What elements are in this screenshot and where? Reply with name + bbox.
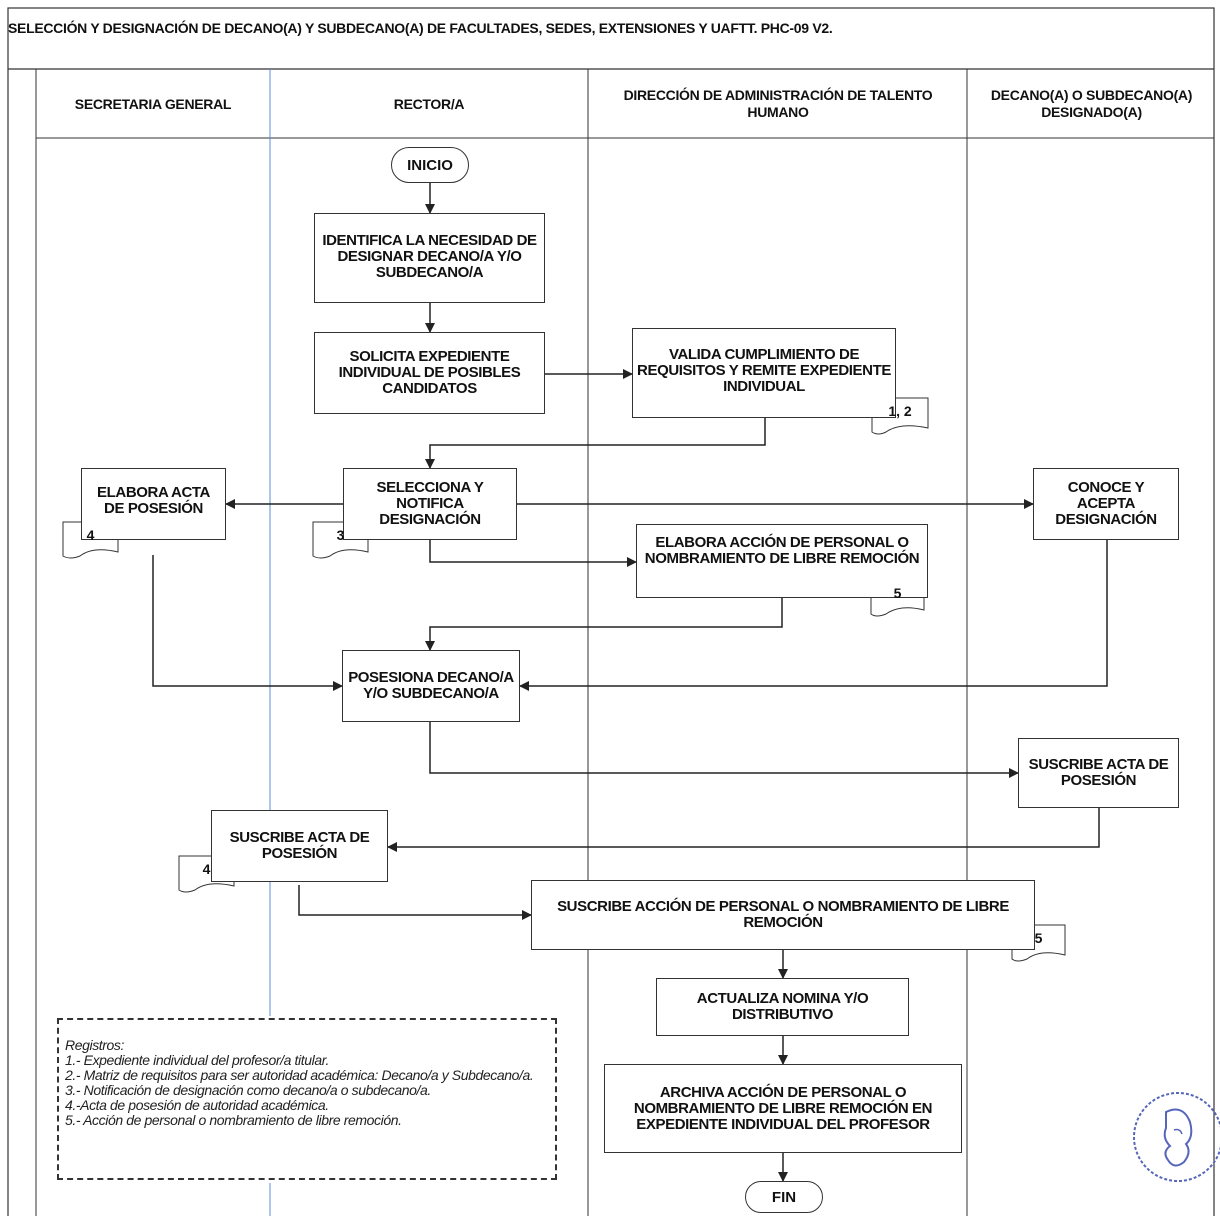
outer-frame [7,7,1215,1216]
step-posesiona: POSESIONA DECANO/A Y/O SUBDECANO/A [342,650,520,722]
registros-item: 4.-Acta de posesión de autoridad académi… [65,1097,329,1113]
doc-ref-suscribe-accion-label: 5 [1034,930,1043,946]
end-terminator: FIN [745,1181,823,1213]
step-archiva-accion: ARCHIVA ACCIÓN DE PERSONAL O NOMBRAMIENT… [604,1064,962,1153]
registros-heading: Registros: [65,1037,125,1053]
doc-ref-elabora-acta: 4 [63,522,118,552]
page-title: SELECCIÓN Y DESIGNACIÓN DE DECANO(A) Y S… [8,20,833,36]
arrow-selecciona-elabora-accion [429,540,637,567]
registros-note: Registros: 1.- Expediente individual del… [57,1018,557,1180]
step-valida-cumplimiento: VALIDA CUMPLIMIENTO DE REQUISITOS Y REMI… [632,328,896,418]
arrow-valida-selecciona [425,418,766,469]
seal-stamp-icon [1133,1092,1220,1182]
registros-item: 1.- Expediente individual del profesor/a… [65,1052,329,1068]
registros-item: 2.- Matriz de requisitos para ser autori… [65,1067,534,1083]
start-terminator: INICIO [391,147,469,183]
step-solicita-expediente: SOLICITA EXPEDIENTE INDIVIDUAL DE POSIBL… [314,332,545,414]
step-elabora-accion-personal: ELABORA ACCIÓN DE PERSONAL O NOMBRAMIENT… [636,524,928,598]
registros-item: 5.- Acción de personal o nombramiento de… [65,1112,402,1128]
step-suscribe-accion-personal: SUSCRIBE ACCIÓN DE PERSONAL O NOMBRAMIEN… [531,880,1035,950]
step-identifica-necesidad: IDENTIFICA LA NECESIDAD DE DESIGNAR DECA… [314,213,545,303]
doc-ref-elabora-accion-label: 5 [893,585,902,601]
step-elabora-acta: ELABORA ACTA DE POSESIÓN [81,468,226,540]
doc-ref-suscribe-acta-sg-label: 4 [202,861,211,877]
arrow-elabora-accion-posesiona [425,598,783,651]
step-selecciona-notifica: SELECCIONA Y NOTIFICA DESIGNACIÓN [343,468,517,540]
lane-header-secretaria: SECRETARIA GENERAL [74,95,232,112]
arrow-posesiona-suscribe-acta-decano [429,722,1019,778]
registros-item: 3.- Notificación de designación como dec… [65,1082,431,1098]
lane-header-decano: DECANO(A) O SUBDECANO(A) DESIGNADO(A) [990,87,1193,120]
step-suscribe-acta-decano: SUSCRIBE ACTA DE POSESIÓN [1018,738,1179,808]
doc-ref-suscribe-accion: 5 [1012,925,1065,955]
doc-ref-elabora-accion: 5 [871,580,924,610]
lane-header-talento-humano: DIRECCIÓN DE ADMINISTRACIÓN DE TALENTO H… [623,87,933,120]
doc-ref-selecciona-label: 3 [336,527,345,543]
arrow-suscribe-acta-sg-accion [298,885,532,920]
arrow-suscribe-acta-decano-sg [387,808,1100,852]
arrow-conoce-posesiona [519,540,1108,691]
doc-ref-suscribe-acta-sg: 4 [179,856,234,886]
doc-ref-selecciona: 3 [313,522,368,552]
step-suscribe-acta-secretaria: SUSCRIBE ACTA DE POSESIÓN [211,810,388,882]
step-conoce-acepta: CONOCE Y ACEPTA DESIGNACIÓN [1033,468,1179,540]
doc-ref-valida-label: 1, 2 [888,403,912,419]
doc-ref-elabora-acta-label: 4 [86,527,95,543]
step-actualiza-nomina: ACTUALIZA NOMINA Y/O DISTRIBUTIVO [656,978,909,1036]
arrow-elabora-acta-posesiona [152,555,343,691]
lane-header-rector: RECTOR/A [393,95,465,112]
doc-ref-valida: 1, 2 [872,398,928,428]
